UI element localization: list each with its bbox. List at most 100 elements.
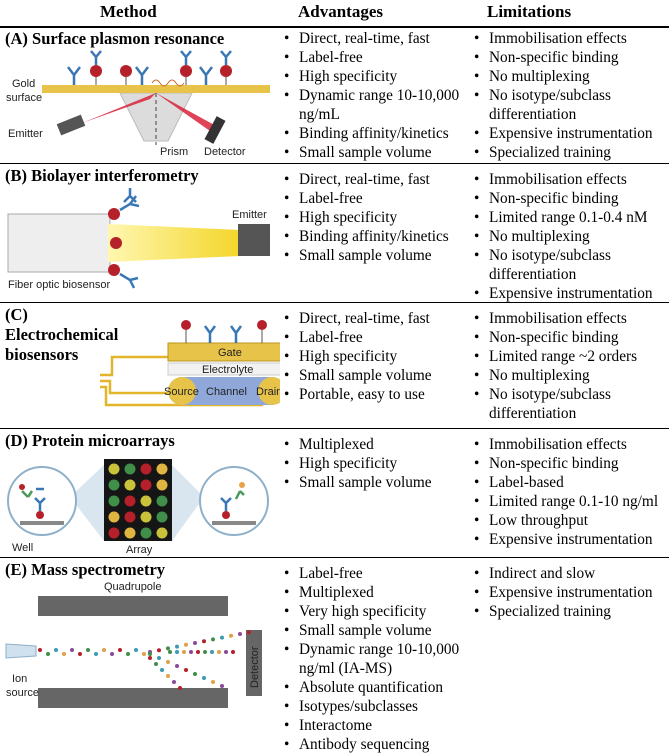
list-item: High specificity	[284, 454, 469, 473]
bli-antigens	[108, 208, 122, 276]
drain-label: Drain	[256, 386, 280, 398]
ion-stream	[38, 630, 251, 690]
list-item: Direct, real-time, fast	[284, 309, 469, 328]
list-item: Dynamic range 10-10,000 ng/ml (IA-MS)	[284, 640, 469, 678]
array-zoom-circle	[199, 466, 269, 536]
ion-dot	[193, 672, 197, 676]
row-title: (C) Electrochemical biosensors	[5, 305, 119, 364]
advantages-list: Direct, real-time, fast Label-free High …	[284, 29, 469, 162]
array-spot	[108, 463, 120, 475]
list-item: Indirect and slow	[474, 564, 669, 583]
limitations-list: Indirect and slow Expensive instrumentat…	[474, 564, 669, 621]
ion-dot	[203, 650, 207, 654]
list-item: Small sample volume	[284, 473, 469, 492]
emitter-block	[56, 114, 86, 136]
well-surface	[20, 521, 64, 525]
bli-emitter-label: Emitter	[232, 209, 267, 221]
ion-dot	[154, 662, 158, 666]
source-electrode	[168, 377, 196, 405]
list-item: Small sample volume	[284, 246, 469, 265]
ion-dot	[160, 668, 164, 672]
zoom-left	[70, 465, 104, 541]
array-spot	[124, 479, 136, 491]
ion-dot	[110, 652, 114, 656]
list-item: Small sample volume	[284, 621, 469, 640]
array-spot	[140, 495, 152, 507]
channel-block	[168, 377, 280, 405]
array-spot	[156, 511, 168, 523]
plasmon-wave	[151, 79, 185, 87]
array-spot	[124, 463, 136, 475]
row-electrochemical: (C) Electrochemical biosensors Gate Elec…	[0, 303, 669, 429]
ion-dot	[224, 650, 228, 654]
ion-label: Ion	[12, 673, 27, 685]
list-item: Expensive instrumentation	[474, 583, 669, 602]
ion-dot	[211, 680, 215, 684]
array-spot	[124, 495, 136, 507]
array-spot	[156, 463, 168, 475]
limitations-list: Immobilisation effects Non-specific bind…	[474, 435, 669, 549]
antibodies	[67, 66, 213, 85]
list-item: Immobilisation effects	[474, 435, 669, 454]
ion-dot	[166, 660, 170, 664]
list-item: Antibody sequencing	[284, 735, 469, 754]
method-header: Method	[100, 2, 157, 21]
list-item: Label-free	[284, 48, 469, 67]
array-spot	[124, 527, 136, 539]
ion-dot	[94, 652, 98, 656]
zoom-right	[172, 465, 204, 541]
row-title: (B) Biolayer interferometry	[5, 166, 199, 185]
source-label: Source	[164, 386, 199, 398]
list-item: Expensive instrumentation	[474, 530, 669, 549]
list-item: Isotypes/subclasses	[284, 697, 469, 716]
ms-detector-block	[246, 630, 262, 696]
list-item: Limited range ~2 orders	[474, 347, 669, 366]
list-item: Label-based	[474, 473, 669, 492]
ion-dot	[78, 652, 82, 656]
light-beam	[108, 224, 240, 262]
array-spot	[156, 479, 168, 491]
ion-dot	[172, 680, 176, 684]
ion-dot	[238, 632, 242, 636]
limitations-list: Immobilisation effects Non-specific bind…	[474, 29, 669, 162]
list-item: Expensive instrumentation	[474, 284, 669, 303]
ion-dot	[102, 648, 106, 652]
electrolyte-block	[167, 362, 280, 376]
ion-dot	[220, 684, 224, 688]
list-item: Label-free	[284, 564, 469, 583]
array-spot	[108, 495, 120, 507]
advantages-list: Label-free Multiplexed Very high specifi…	[284, 564, 469, 754]
list-item: No multiplexing	[474, 227, 669, 246]
surface-label: surface	[6, 92, 42, 104]
ion-dot	[62, 652, 66, 656]
detector-label: Detector	[249, 646, 261, 688]
list-item: Multiplexed	[284, 435, 469, 454]
list-item: Portable, easy to use	[284, 385, 469, 404]
gate-receptors	[181, 320, 267, 343]
ion-dot	[157, 656, 161, 660]
list-item: High specificity	[284, 67, 469, 86]
array-spot	[140, 527, 152, 539]
list-item: Label-free	[284, 189, 469, 208]
bli-emitter-block	[238, 224, 270, 256]
ion-dot	[231, 650, 235, 654]
drain-electrode	[258, 377, 280, 405]
quadrupole-label: Quadrupole	[104, 581, 162, 593]
spr-diagram: Gold surface Emitter Prism Detector	[6, 50, 270, 158]
list-item: Very high specificity	[284, 602, 469, 621]
list-item: Absolute quantification	[284, 678, 469, 697]
row-bli: (B) Biolayer interferometry Emitter Fibe…	[0, 164, 669, 303]
list-item: Non-specific binding	[474, 454, 669, 473]
ion-dot	[46, 652, 50, 656]
advantages-list: Direct, real-time, fast Label-free High …	[284, 170, 469, 265]
ion-dot	[202, 676, 206, 680]
advantages-list: Multiplexed High specificity Small sampl…	[284, 435, 469, 492]
microarray-diagram: Well Array	[7, 459, 269, 556]
array-spot	[124, 511, 136, 523]
mass-spec-diagram: Quadrupole Ion source Detector	[5, 581, 262, 708]
array-surface	[212, 521, 256, 525]
row-title: (D) Protein microarrays	[5, 431, 175, 450]
laser-out	[156, 93, 218, 131]
electrochemical-diagram: Gate Electrolyte Source Channel Drain	[100, 320, 280, 407]
quadrupole-top	[38, 596, 228, 616]
